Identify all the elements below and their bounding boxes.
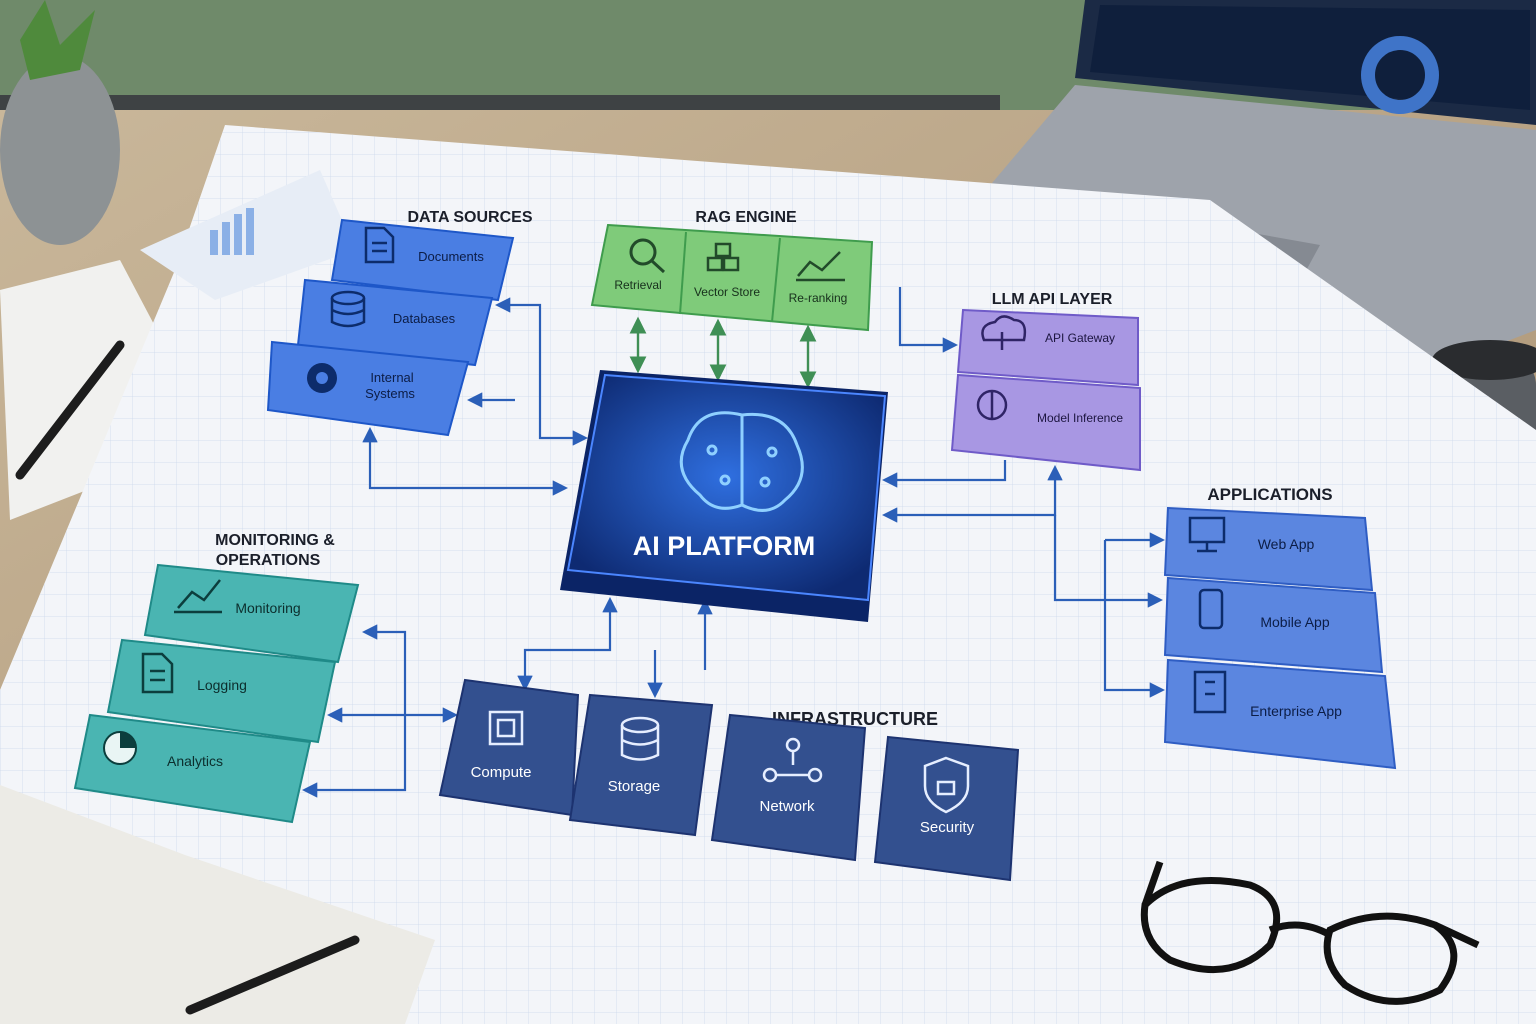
- database-icon: [620, 716, 660, 761]
- llm-api-gateway-label: API Gateway: [1045, 331, 1115, 345]
- applications-group: Web App Mobile App Enterprise App: [1163, 506, 1397, 770]
- ai-platform-block: AI PLATFORM: [560, 370, 888, 622]
- app-enterprise-label: Enterprise App: [1250, 703, 1342, 719]
- section-title-rag-engine: RAG ENGINE: [695, 209, 797, 226]
- llm-model-inference-block[interactable]: Model Inference: [950, 373, 1141, 472]
- app-mobile-label: Mobile App: [1260, 614, 1329, 630]
- database-icon: [330, 290, 366, 328]
- monitoring-group: Monitoring Logging Analytics: [73, 563, 360, 824]
- analytics-label: Analytics: [167, 753, 223, 769]
- brain-icon: [976, 389, 1008, 421]
- notebook: [0, 785, 435, 1024]
- connectors: [301, 287, 1166, 798]
- logging-label: Logging: [197, 677, 247, 693]
- phone-icon: [1198, 588, 1224, 630]
- search-icon: [629, 238, 666, 274]
- section-title-applications: APPLICATIONS: [1207, 485, 1332, 504]
- monitor-icon: [1188, 516, 1226, 553]
- monitoring-label: Monitoring: [235, 600, 300, 616]
- rag-vector-store-label: Vector Store: [694, 285, 760, 299]
- rag-retrieval-label: Retrieval: [614, 278, 661, 292]
- infra-compute-block[interactable]: Compute: [438, 678, 580, 817]
- rag-reranking-block[interactable]: Re-ranking: [789, 251, 848, 305]
- llm-api-gateway-block[interactable]: API Gateway: [956, 308, 1139, 387]
- app-web-block[interactable]: Web App: [1163, 506, 1374, 592]
- network-icon: [762, 737, 823, 783]
- source-documents-label: Documents: [418, 249, 484, 264]
- data-sources-group: Documents Databases Internal Systems: [266, 218, 515, 437]
- monitoring-block[interactable]: Monitoring: [143, 563, 360, 664]
- app-mobile-block[interactable]: Mobile App: [1163, 576, 1384, 674]
- rag-reranking-label: Re-ranking: [789, 291, 848, 305]
- infra-security-block[interactable]: Security: [873, 735, 1020, 882]
- source-databases-label: Databases: [393, 311, 456, 326]
- llm-api-group: API Gateway Model Inference: [950, 308, 1141, 472]
- building-icon: [1193, 670, 1227, 714]
- rag-engine-group: Retrieval Vector Store Re-ranking: [590, 223, 874, 332]
- infra-compute-label: Compute: [471, 764, 532, 781]
- app-enterprise-block[interactable]: Enterprise App: [1163, 658, 1397, 770]
- app-web-label: Web App: [1258, 536, 1315, 552]
- rag-vector-store-block[interactable]: Vector Store: [694, 242, 760, 299]
- potted-plant: [0, 0, 120, 245]
- rag-connectors: [629, 316, 817, 389]
- trend-icon: [796, 251, 845, 282]
- shield-lock-icon: [923, 756, 970, 814]
- source-internal-label-1: Internal: [370, 370, 413, 385]
- infra-storage-label: Storage: [608, 778, 661, 795]
- gear-icon: [307, 363, 337, 393]
- line-chart-icon: [174, 579, 222, 614]
- chip-icon: [488, 710, 524, 746]
- cubes-icon: [706, 242, 740, 272]
- llm-model-inference-label: Model Inference: [1037, 411, 1123, 425]
- rag-retrieval-block[interactable]: Retrieval: [614, 238, 666, 292]
- section-title-monitoring-1: MONITORING &: [215, 532, 335, 549]
- section-title-llm-api: LLM API LAYER: [992, 291, 1113, 308]
- ai-platform-title: AI PLATFORM: [633, 531, 815, 561]
- source-internal-label-2: Systems: [365, 386, 415, 401]
- infra-network-label: Network: [759, 798, 815, 815]
- infra-security-label: Security: [920, 819, 975, 836]
- source-documents-block[interactable]: Documents: [330, 218, 515, 302]
- pie-chart-icon: [103, 731, 137, 765]
- brain-icon: [679, 411, 804, 512]
- section-title-data-sources: DATA SOURCES: [407, 209, 532, 226]
- infra-network-block[interactable]: Network: [710, 713, 867, 862]
- document-icon: [141, 652, 174, 694]
- source-internal-systems-block[interactable]: Internal Systems: [266, 340, 470, 437]
- logging-block[interactable]: Logging: [106, 638, 337, 744]
- section-title-monitoring-2: OPERATIONS: [216, 552, 321, 569]
- source-databases-block[interactable]: Databases: [296, 278, 494, 367]
- analytics-block[interactable]: Analytics: [73, 713, 312, 824]
- infra-storage-block[interactable]: Storage: [568, 693, 714, 837]
- infrastructure-group: Compute Storage Network Security: [438, 678, 1020, 882]
- cloud-upload-icon: [981, 315, 1027, 350]
- document-icon: [364, 226, 395, 264]
- glasses: [1140, 860, 1480, 1005]
